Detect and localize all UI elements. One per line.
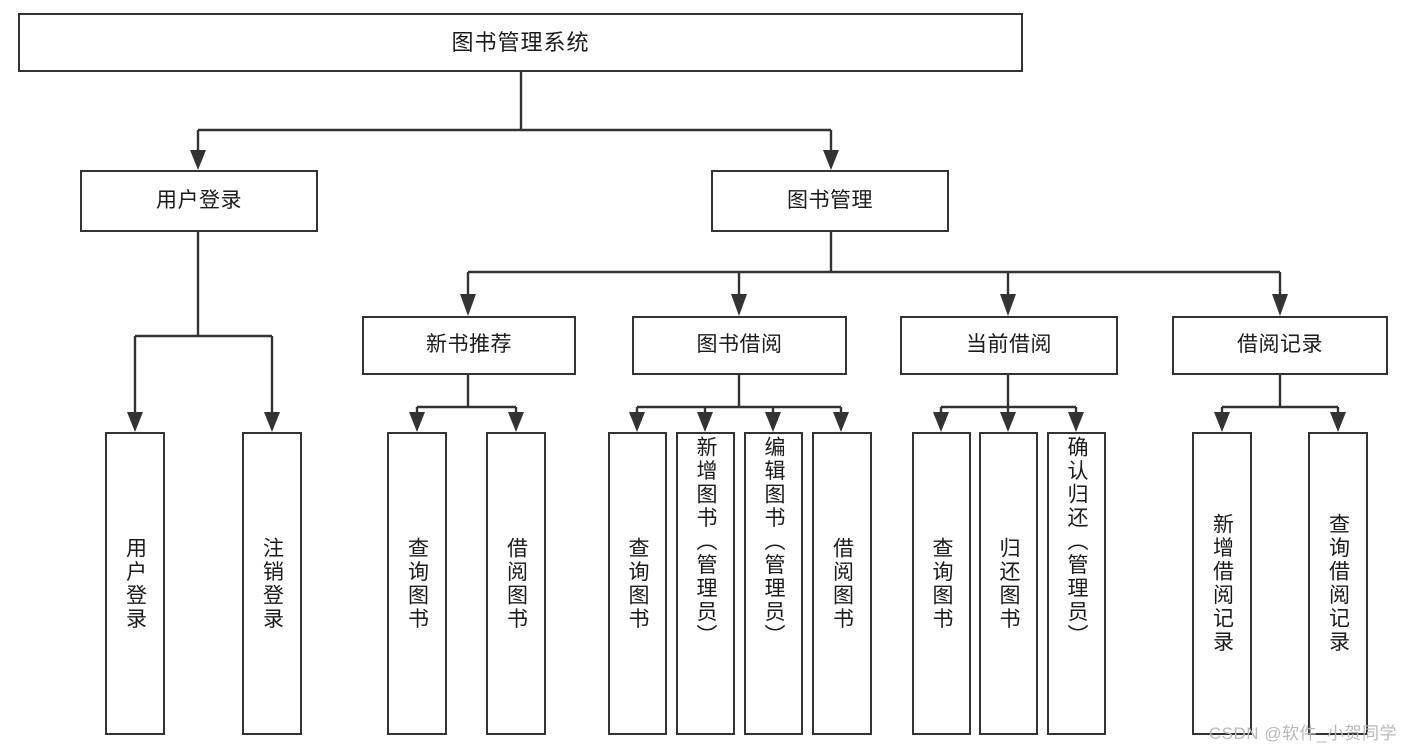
arrowhead-br-leaf-0 [1214, 412, 1230, 432]
node-label: 注销登录 [260, 536, 284, 631]
node-new-book-recommend[interactable]: 新书推荐 [362, 316, 576, 375]
leaf-book-borrow-edit-book-admin[interactable]: 编辑图书（管理员） [744, 432, 803, 735]
node-label: 新书推荐 [426, 333, 512, 357]
watermark: CSDN @软件_小贺同学 [1208, 724, 1397, 743]
leaf-user-login-login[interactable]: 用户登录 [105, 432, 165, 735]
node-label: 用户登录 [123, 536, 147, 631]
node-label: 借阅图书 [830, 536, 854, 631]
node-label: 当前借阅 [966, 333, 1052, 357]
arrowhead-new-book [460, 294, 476, 316]
node-label: 新增图书（管理员） [694, 436, 717, 648]
leaf-borrow-record-add-record[interactable]: 新增借阅记录 [1192, 432, 1252, 735]
arrowhead-cb-leaf-2 [1068, 412, 1084, 432]
leaf-user-login-logout[interactable]: 注销登录 [242, 432, 302, 735]
arrowhead-bb-leaf-1 [697, 412, 713, 432]
node-label: 查询图书 [930, 536, 953, 631]
node-label: 新增借阅记录 [1210, 513, 1234, 654]
node-book-management[interactable]: 图书管理 [711, 170, 949, 232]
leaf-book-borrow-borrow-book[interactable]: 借阅图书 [812, 432, 872, 735]
node-label: 编辑图书（管理员） [762, 436, 785, 648]
node-user-login[interactable]: 用户登录 [80, 170, 318, 232]
node-label: 图书管理 [787, 188, 873, 212]
node-label: 确认归还（管理员） [1065, 436, 1088, 648]
leaf-borrow-record-query-record[interactable]: 查询借阅记录 [1308, 432, 1368, 735]
node-label: 借阅图书 [504, 536, 528, 631]
node-label: 用户登录 [156, 188, 242, 212]
arrowhead-bb-leaf-3 [833, 412, 849, 432]
node-current-borrow[interactable]: 当前借阅 [900, 316, 1118, 375]
node-label: 图书借阅 [696, 333, 783, 357]
arrowhead-book-borrow [731, 294, 747, 316]
arrowhead-bb-leaf-2 [765, 412, 781, 432]
arrowhead-nb-leaf-1 [508, 412, 524, 432]
node-borrow-record[interactable]: 借阅记录 [1172, 316, 1388, 375]
arrowhead-user-login [190, 150, 206, 170]
arrowhead-br-leaf-1 [1330, 412, 1346, 432]
arrowhead-nb-leaf-0 [409, 412, 425, 432]
leaf-new-book-query-book[interactable]: 查询图书 [387, 432, 447, 735]
leaf-current-borrow-query-book[interactable]: 查询图书 [912, 432, 971, 735]
arrowhead-leaf-user-login [127, 412, 143, 432]
node-root-system[interactable]: 图书管理系统 [18, 13, 1023, 72]
leaf-new-book-borrow-book[interactable]: 借阅图书 [486, 432, 546, 735]
node-label: 借阅记录 [1237, 333, 1323, 357]
arrowhead-book-mgmt [823, 150, 839, 170]
leaf-book-borrow-query-book[interactable]: 查询图书 [608, 432, 667, 735]
leaf-current-borrow-return-book[interactable]: 归还图书 [979, 432, 1038, 735]
node-label: 查询图书 [626, 536, 649, 631]
arrowhead-bb-leaf-0 [629, 412, 645, 432]
node-book-borrow[interactable]: 图书借阅 [632, 316, 847, 375]
arrowhead-cb-leaf-1 [1000, 412, 1016, 432]
arrowhead-leaf-logout [264, 412, 280, 432]
node-label: 查询借阅记录 [1326, 513, 1350, 654]
leaf-book-borrow-add-book-admin[interactable]: 新增图书（管理员） [676, 432, 735, 735]
arrowhead-borrow-record [1272, 294, 1288, 316]
arrowhead-cb-leaf-0 [933, 412, 949, 432]
node-label: 图书管理系统 [451, 29, 590, 55]
arrowhead-current-borrow [1000, 294, 1016, 316]
leaf-current-borrow-confirm-return-admin[interactable]: 确认归还（管理员） [1047, 432, 1106, 735]
node-label: 归还图书 [997, 536, 1020, 631]
node-label: 查询图书 [405, 536, 429, 631]
